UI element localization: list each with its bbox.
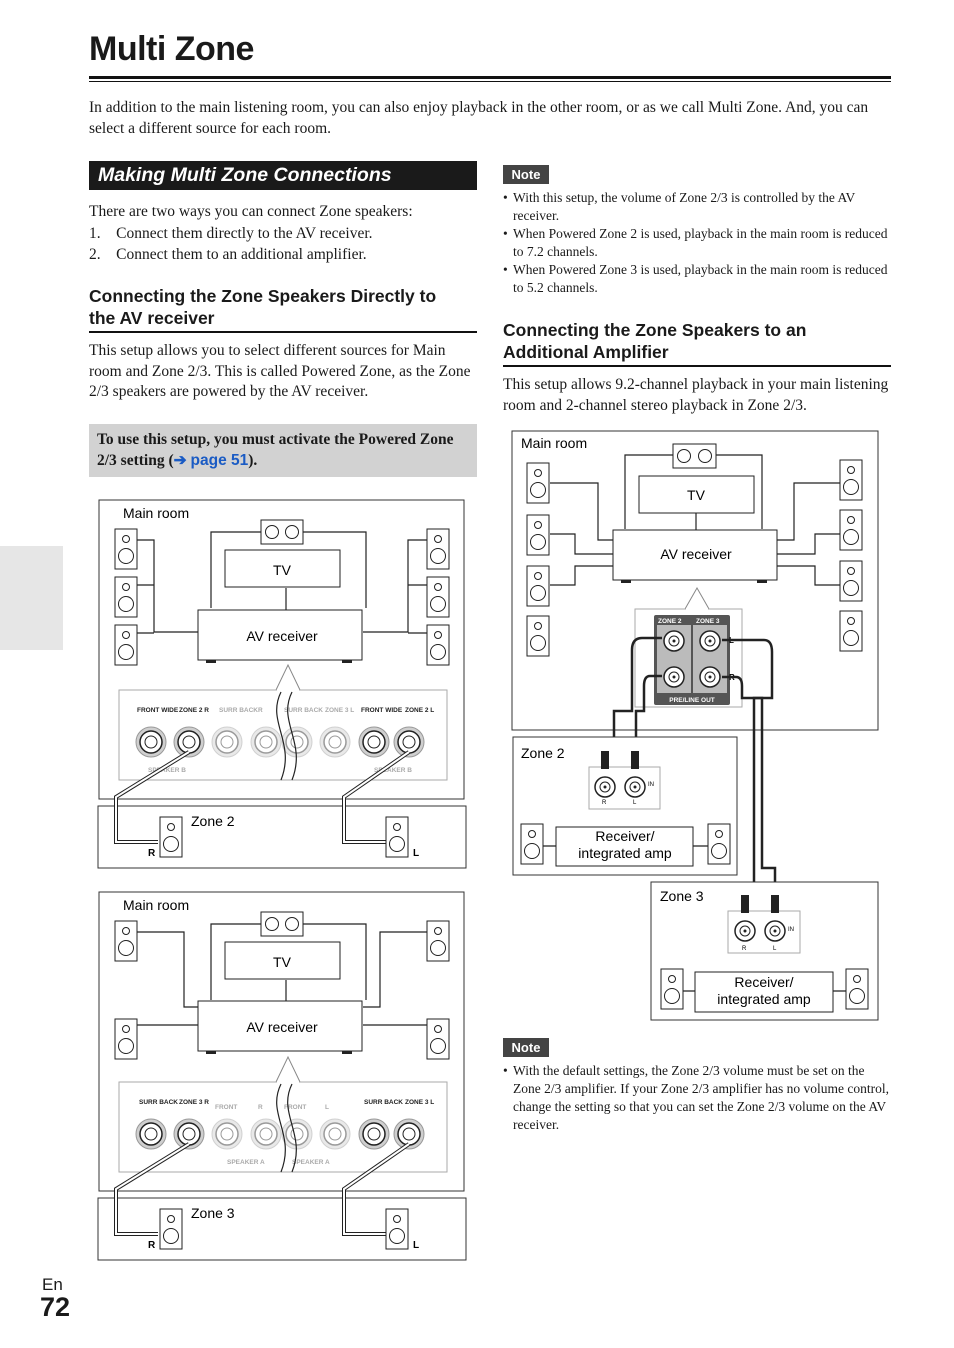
zone3-label: Zone 3 xyxy=(660,888,704,904)
main-room-label: Main room xyxy=(123,505,189,521)
svg-text:R: R xyxy=(258,1104,263,1111)
svg-text:ZONE 2: ZONE 2 xyxy=(658,618,682,625)
svg-text:integrated amp: integrated amp xyxy=(717,991,811,1007)
svg-text:SPEAKER A: SPEAKER A xyxy=(227,1159,265,1166)
zone3-amp-label: Receiver/ xyxy=(734,974,793,990)
zone-label: Zone 2 xyxy=(191,813,235,829)
svg-text:IN: IN xyxy=(648,782,654,788)
zone-label: Zone 3 xyxy=(191,1205,235,1221)
svg-text:IN: IN xyxy=(788,927,794,933)
svg-text:ZONE 2 L: ZONE 2 L xyxy=(405,707,434,714)
receiver-label: AV receiver xyxy=(246,1019,318,1035)
section-intro: There are two ways you can connect Zone … xyxy=(89,203,413,220)
svg-text:integrated amp: integrated amp xyxy=(578,845,672,861)
powered-zone-callout: To use this setup, you must activate the… xyxy=(89,424,477,477)
svg-text:L: L xyxy=(773,946,777,952)
svg-text:R: R xyxy=(742,946,747,952)
tv-label: TV xyxy=(687,487,706,503)
svg-text:FRONT: FRONT xyxy=(215,1104,237,1111)
svg-text:R: R xyxy=(602,800,607,806)
svg-text:R: R xyxy=(148,848,156,859)
amplifier-heading-rule xyxy=(503,365,891,367)
page-link[interactable]: page 51 xyxy=(190,452,249,469)
page-number: 72 xyxy=(40,1292,71,1322)
receiver-label: AV receiver xyxy=(246,628,318,644)
zone2-label: Zone 2 xyxy=(521,745,565,761)
svg-text:L: L xyxy=(633,800,637,806)
svg-text:ZONE 2 R: ZONE 2 R xyxy=(179,707,209,714)
svg-text:SPEAKER B: SPEAKER B xyxy=(148,767,186,774)
svg-text:ZONE 3: ZONE 3 xyxy=(696,618,720,625)
svg-text:SURR BACK: SURR BACK xyxy=(364,1099,403,1106)
tv-label: TV xyxy=(273,954,292,970)
svg-text:FRONT: FRONT xyxy=(284,1104,306,1111)
side-tab xyxy=(0,546,63,650)
title-rule xyxy=(89,76,891,79)
receiver-label: AV receiver xyxy=(660,546,732,562)
svg-text:ZONE 3 L: ZONE 3 L xyxy=(325,707,354,714)
note-badge: Note xyxy=(503,1038,549,1057)
note-item: •When Powered Zone 2 is used, playback i… xyxy=(503,226,888,259)
svg-text:SURR BACK: SURR BACK xyxy=(219,707,258,714)
main-room-label: Main room xyxy=(521,435,587,451)
note-item: •With the default settings, the Zone 2/3… xyxy=(503,1063,890,1132)
step-1: 1. Connect them directly to the AV recei… xyxy=(89,225,373,242)
step-2: 2. Connect them to an additional amplifi… xyxy=(89,246,367,263)
svg-text:PRE/LINE OUT: PRE/LINE OUT xyxy=(669,697,715,704)
direct-heading-rule xyxy=(89,331,477,333)
direct-body: This setup allows you to select differen… xyxy=(89,342,471,400)
svg-text:FRONT WIDE: FRONT WIDE xyxy=(137,707,179,714)
arrow-icon: ➔ xyxy=(173,452,187,469)
note-badge: Note xyxy=(503,165,549,184)
svg-text:SPEAKER A: SPEAKER A xyxy=(292,1159,330,1166)
title-rule-thin xyxy=(89,81,891,82)
svg-text:SPEAKER B: SPEAKER B xyxy=(374,767,412,774)
zone2-amp-label: Receiver/ xyxy=(595,828,654,844)
page-language: En xyxy=(42,1275,63,1294)
note-item: •When Powered Zone 3 is used, playback i… xyxy=(503,262,888,295)
main-room-label: Main room xyxy=(123,897,189,913)
svg-text:R: R xyxy=(258,707,263,714)
note-item: •With this setup, the volume of Zone 2/3… xyxy=(503,190,856,223)
svg-text:FRONT WIDE: FRONT WIDE xyxy=(361,707,403,714)
note-list: •With the default settings, the Zone 2/3… xyxy=(503,1062,893,1134)
svg-text:L: L xyxy=(413,1240,419,1251)
section-title: Making Multi Zone Connections xyxy=(89,161,477,190)
note-list: •With this setup, the volume of Zone 2/3… xyxy=(503,189,893,297)
amplifier-body: This setup allows 9.2-channel playback i… xyxy=(503,376,889,414)
svg-text:ZONE 3 L: ZONE 3 L xyxy=(405,1099,434,1106)
diagram-zone2-direct: Main room TV AV receiver FRONT WIDE ZONE… xyxy=(97,499,467,869)
svg-text:ZONE 3 R: ZONE 3 R xyxy=(179,1099,209,1106)
svg-text:SURR BACK: SURR BACK xyxy=(284,707,323,714)
svg-text:R: R xyxy=(148,1240,156,1251)
intro-paragraph: In addition to the main listening room, … xyxy=(89,99,869,137)
diagram-zone3-direct: Main room TV AV receiver SURR BACK ZONE … xyxy=(97,891,467,1261)
svg-text:L: L xyxy=(413,848,419,859)
page-title: Multi Zone xyxy=(89,30,254,68)
svg-text:L: L xyxy=(325,1104,329,1111)
tv-label: TV xyxy=(273,562,292,578)
diagram-additional-amp: Main room TV AV receiver ZONE 2 ZONE 3 P… xyxy=(511,430,879,1021)
svg-text:SURR BACK: SURR BACK xyxy=(139,1099,178,1106)
direct-heading: Connecting the Zone Speakers Directly to… xyxy=(89,286,437,328)
